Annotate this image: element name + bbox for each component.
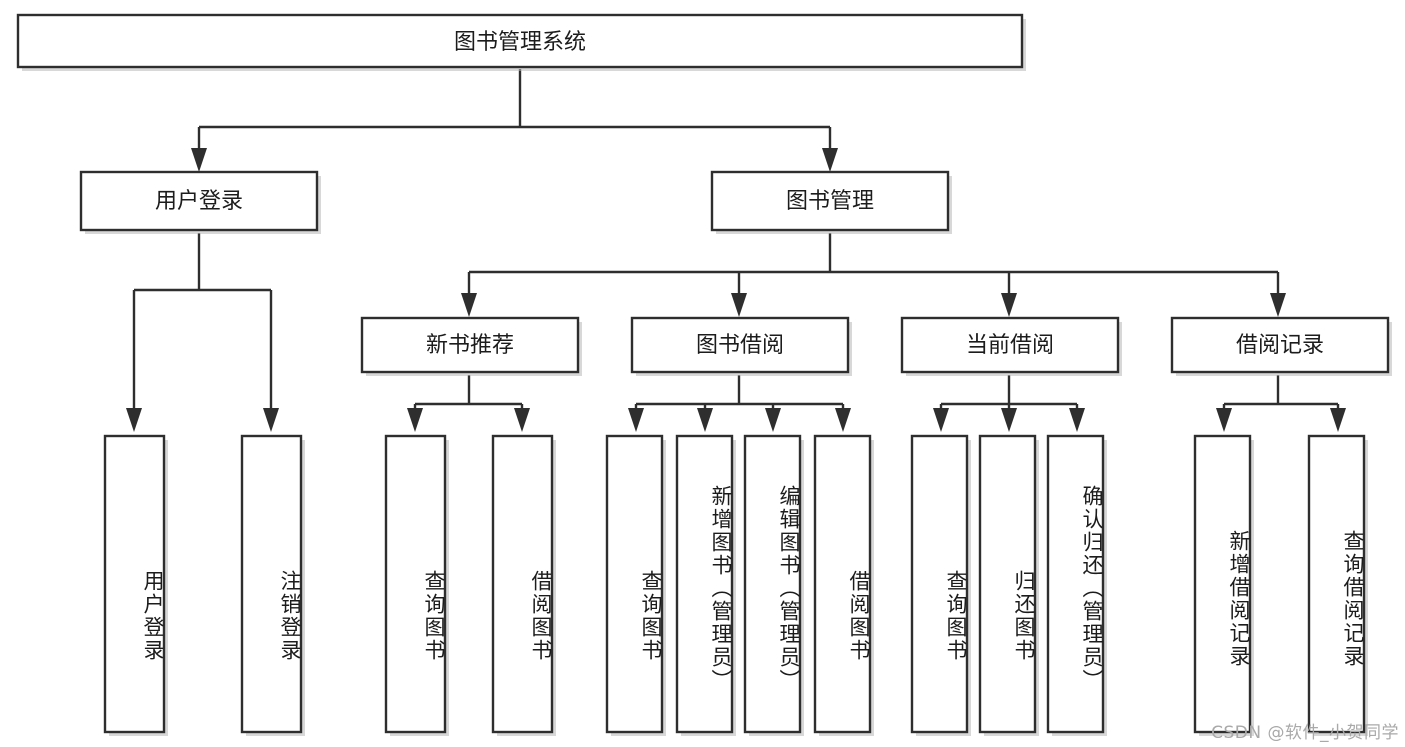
connector-layer xyxy=(126,69,1346,432)
node-book-borrow-box[interactable] xyxy=(630,316,850,374)
leaf-box-br-query-record[interactable] xyxy=(1307,434,1366,734)
arrow-bb-leaf-1 xyxy=(628,408,644,432)
node-root-label: 图书管理系统 xyxy=(454,30,586,55)
arrow-br-leaf-1 xyxy=(1216,408,1232,432)
watermark-text: CSDN @软件_小贺同学 xyxy=(1211,723,1399,743)
leaf-box-user-login[interactable] xyxy=(103,434,166,734)
node-book-manage-label: 图书管理 xyxy=(786,189,874,214)
node-root-box[interactable] xyxy=(16,13,1024,69)
arrow-ul-leaf-2 xyxy=(263,408,279,432)
arrow-to-current-borrow xyxy=(1001,293,1017,317)
arrow-nb-leaf-2 xyxy=(514,408,530,432)
arrow-bb-leaf-4 xyxy=(835,408,851,432)
leaf-box-cb-return-book[interactable] xyxy=(978,434,1037,734)
leaf-box-bb-edit-book[interactable] xyxy=(743,434,802,734)
leaf-box-bb-query-book[interactable] xyxy=(605,434,664,734)
arrow-to-book-borrow xyxy=(731,293,747,317)
arrow-to-borrow-record xyxy=(1270,293,1286,317)
leaf-box-nb-borrow-book[interactable] xyxy=(491,434,554,734)
arrow-to-user-login xyxy=(191,148,207,172)
node-current-borrow-label: 当前借阅 xyxy=(966,333,1054,358)
node-current-borrow-box[interactable] xyxy=(900,316,1120,374)
leaf-box-bb-add-book[interactable] xyxy=(675,434,734,734)
arrow-cb-leaf-1 xyxy=(933,408,949,432)
arrow-to-new-book xyxy=(461,293,477,317)
node-new-book-label: 新书推荐 xyxy=(426,333,514,358)
node-borrow-record-label: 借阅记录 xyxy=(1236,333,1324,358)
node-layer: 图书管理系统 用户登录 图书管理 新书推荐 图书借阅 当前借阅 借阅记录 xyxy=(16,13,1392,736)
leaf-box-logout[interactable] xyxy=(240,434,303,734)
leaf-box-cb-confirm-return[interactable] xyxy=(1046,434,1105,734)
leaf-box-cb-query-book[interactable] xyxy=(910,434,969,734)
node-borrow-record-box[interactable] xyxy=(1170,316,1390,374)
node-user-login-box[interactable] xyxy=(79,170,319,232)
arrow-cb-leaf-3 xyxy=(1069,408,1085,432)
arrow-cb-leaf-2 xyxy=(1001,408,1017,432)
leaf-box-bb-borrow-book[interactable] xyxy=(813,434,872,734)
node-book-manage-box[interactable] xyxy=(710,170,950,232)
arrow-bb-leaf-2 xyxy=(697,408,713,432)
node-book-borrow-label: 图书借阅 xyxy=(696,333,784,358)
arrow-nb-leaf-1 xyxy=(407,408,423,432)
arrow-to-book-manage xyxy=(822,148,838,172)
leaf-box-nb-query-book[interactable] xyxy=(384,434,447,734)
arrow-ul-leaf-1 xyxy=(126,408,142,432)
arrow-br-leaf-2 xyxy=(1330,408,1346,432)
arrow-bb-leaf-3 xyxy=(765,408,781,432)
node-user-login-label: 用户登录 xyxy=(155,189,243,214)
leaf-box-br-add-record[interactable] xyxy=(1193,434,1252,734)
node-new-book-box[interactable] xyxy=(360,316,580,374)
